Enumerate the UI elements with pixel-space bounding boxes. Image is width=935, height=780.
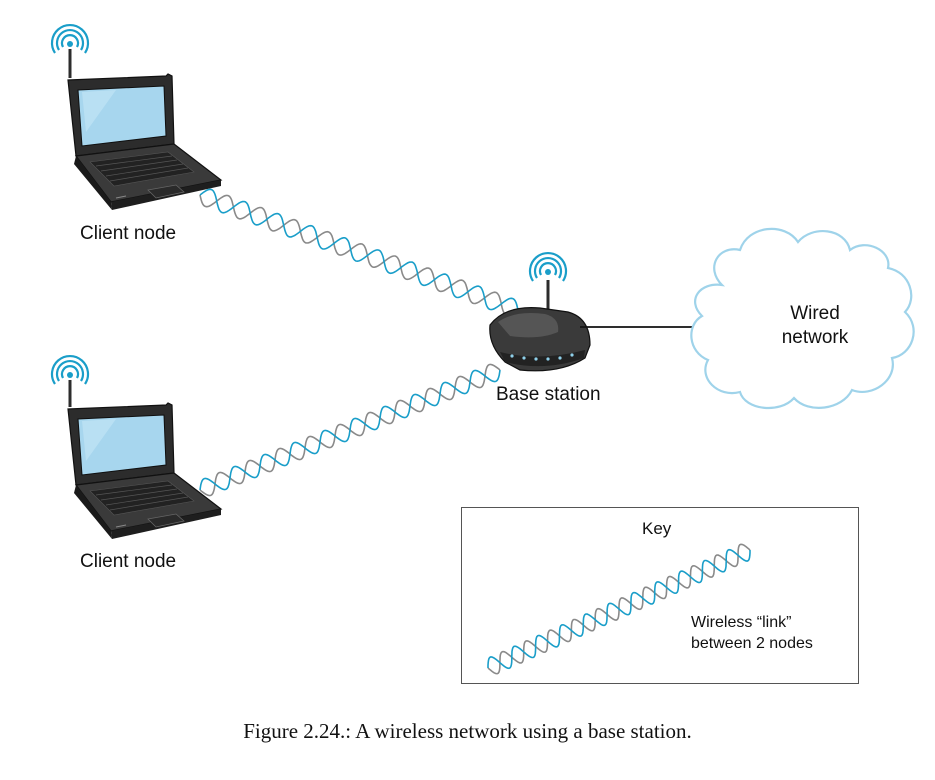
figure-caption: Figure 2.24.: A wireless network using a… [243, 719, 692, 743]
wireless-link-key-sample [487, 543, 751, 675]
key-box [461, 507, 859, 684]
base-station-label: Base station [496, 384, 601, 405]
wireless-link-waves [199, 188, 751, 675]
wave-strand-blue [487, 548, 751, 670]
laptop-bottom-antenna [50, 354, 90, 407]
client-node-label-bottom: Client node [80, 551, 177, 572]
wired-network-label: Wired network [745, 302, 885, 350]
key-title: Key [642, 519, 672, 538]
wired-network-line1: Wired [790, 303, 840, 324]
wireless-link-top [199, 188, 519, 317]
wave-strand-grey [199, 194, 519, 317]
key-desc-line1: Wireless “link” [691, 614, 792, 631]
client-node-label-top: Client node [80, 223, 177, 244]
router-icon [489, 251, 591, 372]
wired-network-line2: network [781, 327, 849, 348]
cloud-icon [690, 227, 915, 410]
key-description: Wireless “link” between 2 nodes [691, 612, 813, 654]
wireless-link-bottom [199, 363, 501, 497]
wave-strand-blue [199, 369, 501, 491]
key-desc-line2: between 2 nodes [691, 635, 813, 652]
laptop-top-antenna [50, 23, 90, 78]
wave-strand-blue [199, 188, 519, 311]
wifi-signal-icon [50, 354, 90, 386]
laptop-icon [67, 402, 222, 540]
laptop-icon [67, 73, 222, 211]
wifi-signal-icon [50, 23, 90, 55]
